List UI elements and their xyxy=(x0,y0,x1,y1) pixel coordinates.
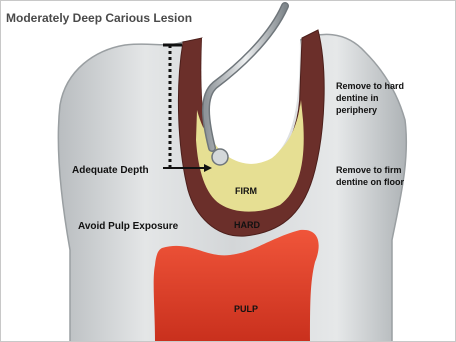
label-remove-firm-line2: dentine on floor xyxy=(336,177,404,187)
label-remove-firm-line1: Remove to firm xyxy=(336,165,402,175)
label-remove-hard-line1: Remove to hard xyxy=(336,81,404,91)
label-remove-hard-line3: periphery xyxy=(336,105,377,115)
label-pulp: PULP xyxy=(234,304,258,314)
label-firm: FIRM xyxy=(235,186,257,196)
label-remove-hard-line2: dentine in xyxy=(336,93,379,103)
label-hard: HARD xyxy=(234,220,260,230)
diagram-title: Moderately Deep Carious Lesion xyxy=(6,11,192,25)
label-adequate-depth: Adequate Depth xyxy=(72,165,149,176)
label-avoid-pulp: Avoid Pulp Exposure xyxy=(78,221,179,232)
